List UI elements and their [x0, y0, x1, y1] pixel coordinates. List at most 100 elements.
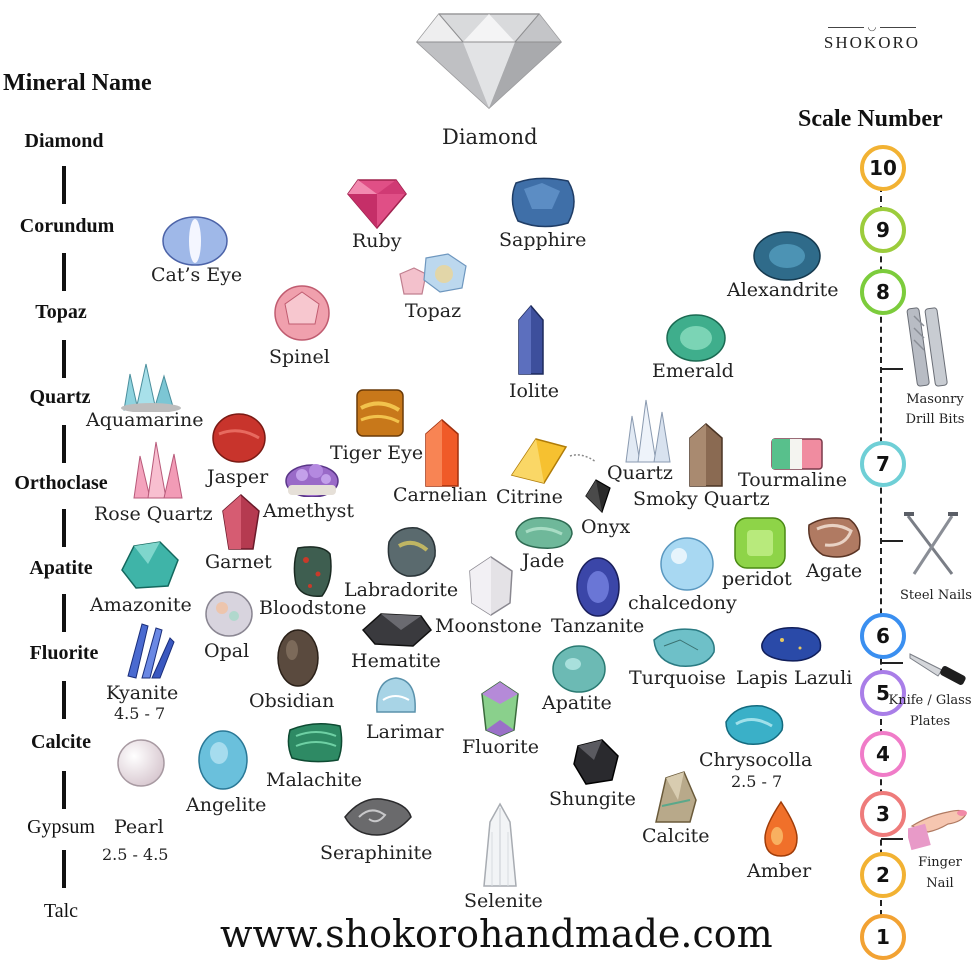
- gem-label-opal: Opal: [204, 640, 250, 662]
- gem-label-calcite: Calcite: [642, 825, 710, 847]
- scale-number-heading: Scale Number: [798, 106, 943, 132]
- bloodstone-gem-icon: [293, 546, 332, 597]
- mineral-divider: [62, 771, 66, 809]
- tool-label-finger-nail: Finger Nail: [900, 852, 980, 894]
- larimar-gem-icon: [376, 677, 416, 713]
- quartz-gem-icon: [625, 399, 671, 463]
- mineral-divider: [62, 340, 66, 378]
- gem-label-jasper: Jasper: [207, 466, 269, 488]
- pearl-gem-icon: [117, 739, 165, 787]
- gem-label-bloodstone: Bloodstone: [259, 597, 367, 619]
- amber-gem-icon: [764, 800, 798, 857]
- gem-label-alexandrite: Alexandrite: [727, 279, 839, 301]
- gem-label-aquamarine: Aquamarine: [86, 409, 204, 431]
- scale-number-10: 10: [860, 145, 906, 191]
- gem-label-lapis-lazuli: Lapis Lazuli: [736, 667, 853, 689]
- scale-tick: [881, 540, 903, 542]
- finger-nail-icon: [908, 809, 967, 851]
- scale-number-9: 9: [860, 207, 906, 253]
- gem-label-iolite: Iolite: [509, 380, 559, 402]
- peridot-gem-icon: [734, 517, 786, 569]
- mineral-name-heading: Mineral Name: [3, 70, 152, 96]
- carnelian-gem-icon: [425, 419, 459, 487]
- gem-label-chrysocolla: Chrysocolla: [699, 749, 813, 771]
- labradorite-gem-icon: [387, 527, 436, 577]
- mineral-divider: [62, 253, 66, 291]
- mineral-quartz: Quartz: [29, 386, 91, 408]
- gem-label-fluorite: Fluorite: [462, 736, 539, 758]
- tool-label-masonry-drill-bits: Masonry Drill Bits: [895, 390, 975, 430]
- gem-label-emerald: Emerald: [652, 360, 734, 382]
- gem-label-moonstone: Moonstone: [435, 615, 542, 637]
- scale-tick: [881, 838, 903, 840]
- kyanite-gem-icon: [127, 623, 175, 679]
- gem-label-amazonite: Amazonite: [90, 594, 192, 616]
- gem-label-shungite: Shungite: [549, 788, 636, 810]
- amethyst-gem-icon: [285, 464, 339, 497]
- citrine-gem-icon: [510, 438, 568, 484]
- gem-label-ruby: Ruby: [352, 230, 402, 252]
- scale-number-7: 7: [860, 441, 906, 487]
- shungite-gem-icon: [573, 739, 619, 785]
- scale-number-3: 3: [860, 791, 906, 837]
- tool-label-knife-glass: Knife / Glass Plates: [884, 690, 976, 732]
- onyx-gem-icon: [569, 454, 611, 514]
- alexandrite-gem-icon: [753, 231, 821, 281]
- footer-website-url[interactable]: www.shokorohandmade.com: [220, 912, 773, 956]
- mineral-corundum: Corundum: [19, 215, 115, 237]
- jasper-gem-icon: [212, 413, 266, 463]
- pearl-hardness-range: 2.5 - 4.5: [102, 845, 169, 864]
- gem-label-chalcedony: chalcedony: [628, 592, 737, 614]
- amazonite-gem-icon: [121, 541, 179, 589]
- gem-label-spinel: Spinel: [269, 346, 330, 368]
- apatite-gem-icon: [552, 645, 606, 693]
- sapphire-gem-icon: [511, 177, 575, 228]
- chrysocolla-gem-icon: [725, 705, 784, 745]
- rose-quartz-gem-icon: [133, 441, 183, 499]
- gem-label-topaz: Topaz: [405, 300, 462, 322]
- mineral-divider: [62, 166, 66, 204]
- mineral-talc: Talc: [43, 900, 79, 922]
- obsidian-gem-icon: [277, 629, 319, 687]
- mineral-calcite: Calcite: [31, 731, 91, 753]
- mineral-fluorite: Fluorite: [29, 642, 99, 664]
- gem-label-malachite: Malachite: [266, 769, 363, 791]
- gem-label-carnelian: Carnelian: [393, 484, 488, 506]
- scale-axis-line: [880, 186, 882, 916]
- gem-label-garnet: Garnet: [205, 551, 272, 573]
- gem-label-jade: Jade: [522, 550, 565, 572]
- fluorite-gem-icon: [481, 681, 519, 737]
- emerald-gem-icon: [666, 314, 726, 362]
- mineral-divider: [62, 509, 66, 547]
- tool-label-masonry-text: Masonry Drill Bits: [905, 392, 965, 427]
- scale-number-2: 2: [860, 852, 906, 898]
- gem-label-quartz: Quartz: [607, 462, 673, 484]
- tool-label-knife-text: Knife / Glass Plates: [888, 693, 972, 729]
- gem-label-turquoise: Turquoise: [629, 667, 726, 689]
- garnet-gem-icon: [222, 493, 260, 550]
- mineral-diamond: Diamond: [24, 130, 104, 152]
- hematite-gem-icon: [361, 613, 433, 647]
- scale-tick: [881, 368, 903, 370]
- gem-label-larimar: Larimar: [366, 721, 444, 743]
- turquoise-gem-icon: [653, 628, 715, 667]
- mineral-orthoclase: Orthoclase: [14, 472, 108, 494]
- spinel-gem-icon: [274, 285, 330, 341]
- tanzanite-gem-icon: [576, 557, 620, 617]
- mineral-divider: [62, 594, 66, 632]
- smoky-quartz-gem-icon: [689, 423, 723, 487]
- steel-nails-icon: [904, 512, 958, 575]
- gem-label-smoky-quartz: Smoky Quartz: [633, 488, 770, 510]
- gem-label-tiger-eye: Tiger Eye: [330, 442, 424, 464]
- gem-label-amber: Amber: [747, 860, 812, 882]
- gem-label-tourmaline: Tourmaline: [738, 469, 847, 491]
- gem-label-citrine: Citrine: [496, 486, 563, 508]
- mineral-divider: [62, 850, 66, 888]
- scale-tick: [881, 662, 903, 664]
- agate-gem-icon: [808, 517, 861, 558]
- topaz-gem-icon: [399, 253, 467, 295]
- knife-icon: [909, 653, 966, 685]
- gem-label-angelite: Angelite: [186, 794, 267, 816]
- opal-gem-icon: [205, 591, 253, 637]
- scale-number-6: 6: [860, 613, 906, 659]
